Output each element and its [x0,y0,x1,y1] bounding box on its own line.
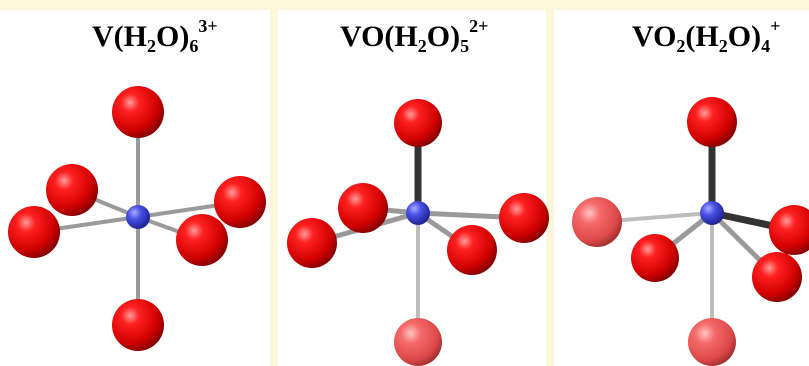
panel-middle [278,10,546,366]
oxygen-atom [112,299,164,351]
oxygen-atom [214,176,266,228]
oxo-oxygen-atom [394,99,442,147]
formula-label-v-h2o-6: V(H2O)63+ [92,16,218,56]
oxygen-atom [338,183,388,233]
oxygen-atom [46,164,98,216]
oxo-oxygen-atom [769,205,809,255]
bonds [309,121,527,342]
oxygen-atom-light [572,197,622,247]
formula-label-vo-h2o-5: VO(H2O)52+ [340,16,489,56]
oxygen-atom [112,86,164,138]
vanadium-atom [126,205,150,229]
oxygen-atom-light [688,318,736,366]
oxygen-atom [631,234,679,282]
oxygen-atom-light [394,318,442,366]
molecule-vo-h2o-5 [287,99,549,366]
molecule-vo2-h2o-4 [572,97,809,366]
oxygen-atom [752,252,802,302]
oxygen-atom [499,193,549,243]
molecule-v-h2o-6 [8,86,266,351]
oxygen-atom [287,218,337,268]
oxygen-atom [176,214,228,266]
panel-right [554,10,809,366]
oxygen-atom [8,206,60,258]
formula-label-vo2-h2o-4: VO2(H2O)4+ [632,16,781,56]
oxo-oxygen-atom [687,97,737,147]
vanadium-atom [406,201,430,225]
vanadium-atom [700,201,724,225]
bonds [595,120,796,342]
oxygen-atom [447,225,497,275]
